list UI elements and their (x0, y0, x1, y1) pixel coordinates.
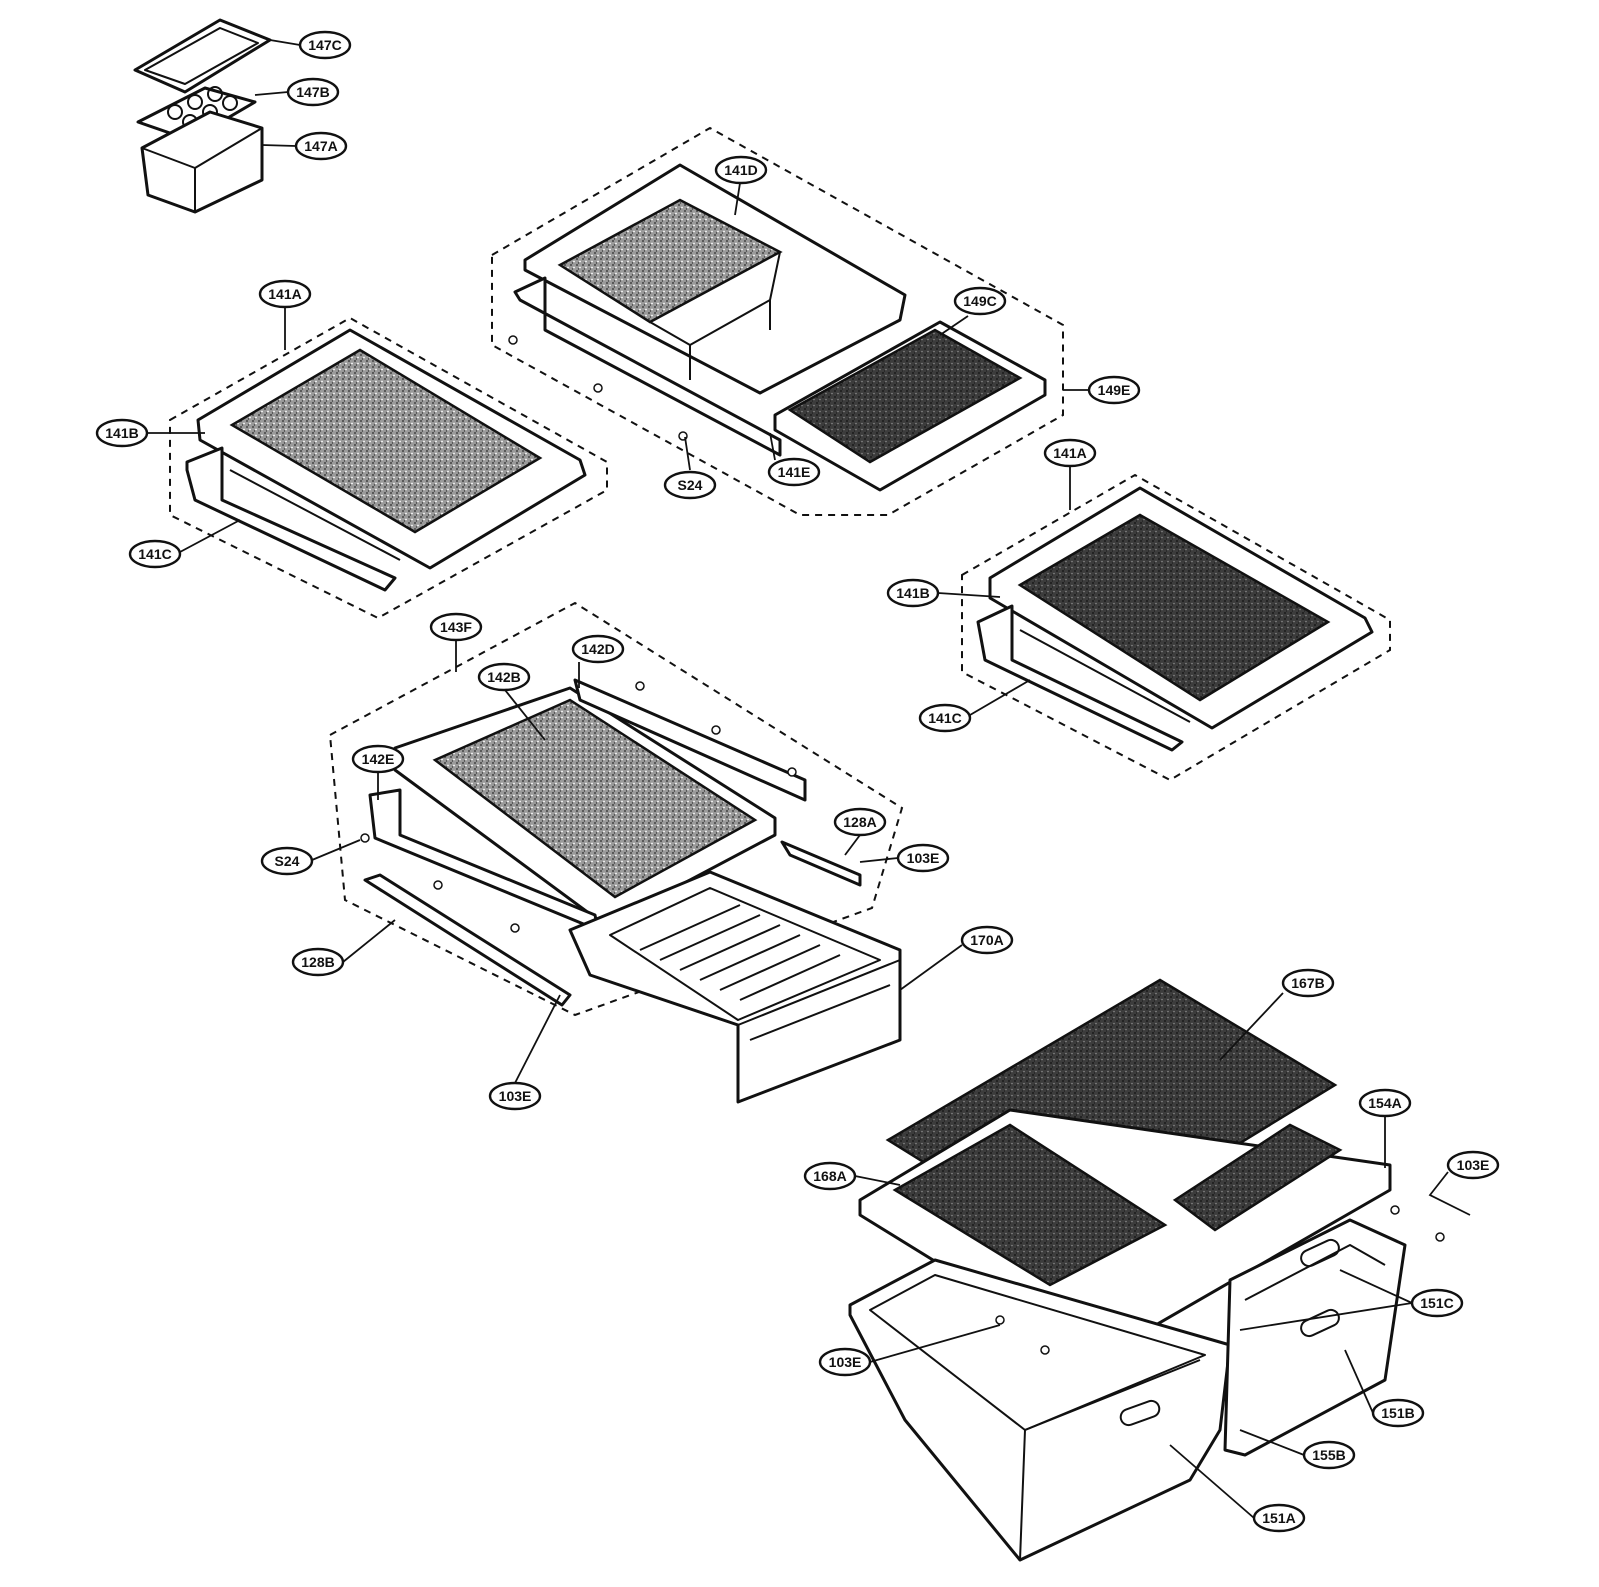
callout-149c: 149C (953, 286, 1007, 316)
callout-s24-crisper: S24 (260, 846, 314, 876)
callout-128a: 128A (833, 807, 887, 837)
egg-tray-lid (133, 18, 272, 94)
callout-label: 103E (499, 1088, 532, 1104)
callout-141c-left: 141C (128, 539, 182, 569)
callout-147b: 147B (286, 77, 340, 107)
callout-label: 170A (970, 932, 1003, 948)
callout-label: 142E (362, 751, 395, 767)
slide-shelf-assembly (491, 126, 1064, 516)
crisper-cover-assembly (328, 601, 904, 1017)
callout-151a: 151A (1252, 1503, 1306, 1533)
callout-label: 141A (1053, 445, 1086, 461)
right-glass-shelf-assembly (961, 473, 1391, 782)
callout-label: 167B (1291, 975, 1324, 991)
callout-label: 142D (581, 641, 614, 657)
callout-label: S24 (678, 477, 703, 493)
callout-142b: 142B (477, 662, 531, 692)
callout-label: 147A (304, 138, 337, 154)
egg-tray-bin (140, 110, 264, 214)
callout-103e-crisper-bottom: 103E (488, 1081, 542, 1111)
callout-147c: 147C (298, 30, 352, 60)
callout-label: S24 (275, 853, 300, 869)
callout-label: 141A (268, 286, 301, 302)
egg-tray-assembly (133, 18, 272, 214)
callout-151c: 151C (1410, 1288, 1464, 1318)
callout-149e: 149E (1087, 375, 1141, 405)
callout-167b: 167B (1281, 968, 1335, 998)
callout-label: 155B (1312, 1447, 1345, 1463)
crisper-drawer (568, 870, 902, 1104)
callout-label: 103E (907, 850, 940, 866)
callout-label: 168A (813, 1168, 846, 1184)
callout-label: 141B (896, 585, 929, 601)
callout-154a: 154A (1358, 1088, 1412, 1118)
callout-141a-left: 141A (258, 279, 312, 309)
callout-141c-right: 141C (918, 703, 972, 733)
left-glass-shelf-assembly (169, 316, 608, 620)
callout-143f: 143F (429, 612, 483, 642)
callout-label: 149C (963, 293, 996, 309)
callout-label: 142B (487, 669, 520, 685)
callout-label: 128B (301, 954, 334, 970)
callout-label: 151C (1420, 1295, 1453, 1311)
callout-label: 141C (138, 546, 171, 562)
callout-170a: 170A (960, 925, 1014, 955)
callout-147a: 147A (294, 131, 348, 161)
callout-label: 143F (440, 619, 472, 635)
callout-label: 149E (1098, 382, 1131, 398)
callout-141e: 141E (767, 457, 821, 487)
callout-141d: 141D (714, 155, 768, 185)
leader-lines (148, 39, 1471, 1519)
callout-label: 147B (296, 84, 329, 100)
callout-s24-top: S24 (663, 470, 717, 500)
callout-label: 154A (1368, 1095, 1401, 1111)
callout-141b-left: 141B (95, 418, 149, 448)
callout-label: 141D (724, 162, 757, 178)
pantry-drawer-assembly (848, 978, 1445, 1562)
callout-151b: 151B (1371, 1398, 1425, 1428)
callout-141a-right: 141A (1043, 438, 1097, 468)
callout-label: 151B (1381, 1405, 1414, 1421)
callout-label: 141E (778, 464, 811, 480)
callout-label: 128A (843, 814, 876, 830)
callout-103e-pantry-right: 103E (1446, 1150, 1500, 1180)
callout-label: 147C (308, 37, 341, 53)
callout-label: 141B (105, 425, 138, 441)
callout-label: 151A (1262, 1510, 1295, 1526)
callout-label: 103E (829, 1354, 862, 1370)
callout-142d: 142D (571, 634, 625, 664)
callout-103e-crisper-right: 103E (896, 843, 950, 873)
callout-155b: 155B (1302, 1440, 1356, 1470)
callout-141b-right: 141B (886, 578, 940, 608)
callout-128b: 128B (291, 947, 345, 977)
callout-168a: 168A (803, 1161, 857, 1191)
callout-label: 141C (928, 710, 961, 726)
callout-142e: 142E (351, 744, 405, 774)
callout-label: 103E (1457, 1157, 1490, 1173)
callout-103e-pantry-left: 103E (818, 1347, 872, 1377)
